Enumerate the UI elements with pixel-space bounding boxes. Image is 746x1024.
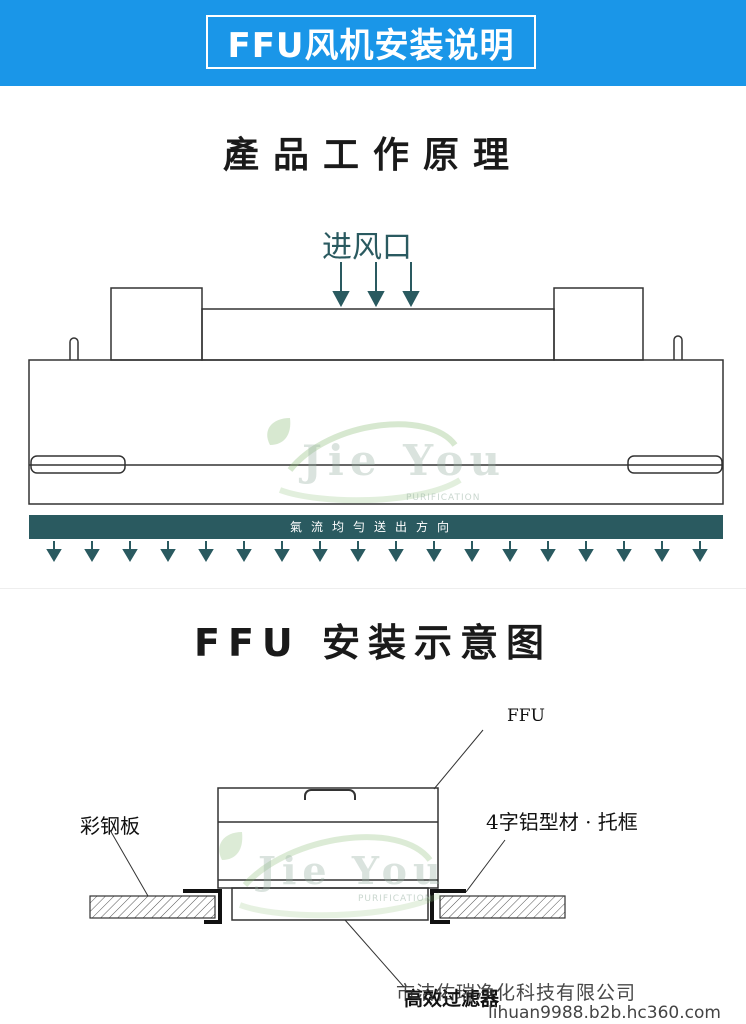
hepa-filter — [231, 887, 429, 921]
right-panel — [439, 895, 566, 919]
watermark-brand-2: Jie You — [258, 848, 447, 893]
header-title: FFU风机安装说明 — [206, 15, 536, 69]
frame-label: 4字铝型材 · 托框 — [486, 810, 638, 834]
airflow-bar — [29, 515, 723, 539]
right-handle — [627, 455, 723, 474]
inlet-arrows — [332, 262, 420, 308]
watermark-brand-1: Jie You — [302, 436, 507, 485]
watermark-sub-1: PURIFICATION — [406, 493, 481, 503]
airflow-label: 氣流均勻送出方向 — [290, 520, 459, 534]
section-divider — [0, 588, 746, 589]
ffu-install-drawing — [217, 787, 439, 921]
left-hook — [69, 337, 79, 360]
left-frame — [183, 889, 222, 924]
watermark-sub-2: PURIFICATION — [358, 894, 433, 904]
install-title: FFU 安装示意图 — [193, 621, 552, 665]
center-top-plate — [201, 308, 555, 361]
ffu-handle — [304, 789, 356, 800]
ffu-principle-drawing — [28, 287, 724, 505]
panel-label: 彩钢板 — [80, 814, 140, 838]
left-motor-box — [110, 287, 203, 361]
watermark-logo-1 — [278, 421, 462, 504]
ffu-label: FFU — [507, 706, 545, 726]
main-body — [28, 359, 724, 505]
watermark-logo-2 — [238, 834, 442, 919]
company-name: 市洁佑瑞净化科技有限公司 — [396, 982, 637, 1004]
airflow-arrows — [46, 541, 708, 562]
site-url: lihuan9988.b2b.hc360.com — [488, 1003, 721, 1023]
right-motor-box — [553, 287, 644, 361]
header-banner: FFU风机安装说明 — [0, 0, 746, 86]
right-hook — [673, 335, 683, 360]
left-handle — [30, 455, 126, 474]
left-panel — [89, 895, 216, 919]
right-frame — [430, 889, 466, 924]
principle-title: 產品工作原理 — [222, 135, 523, 176]
leader-lines — [109, 729, 506, 988]
inlet-label: 进风口 — [322, 230, 412, 265]
filter-label: 高效过滤器 — [404, 988, 500, 1010]
